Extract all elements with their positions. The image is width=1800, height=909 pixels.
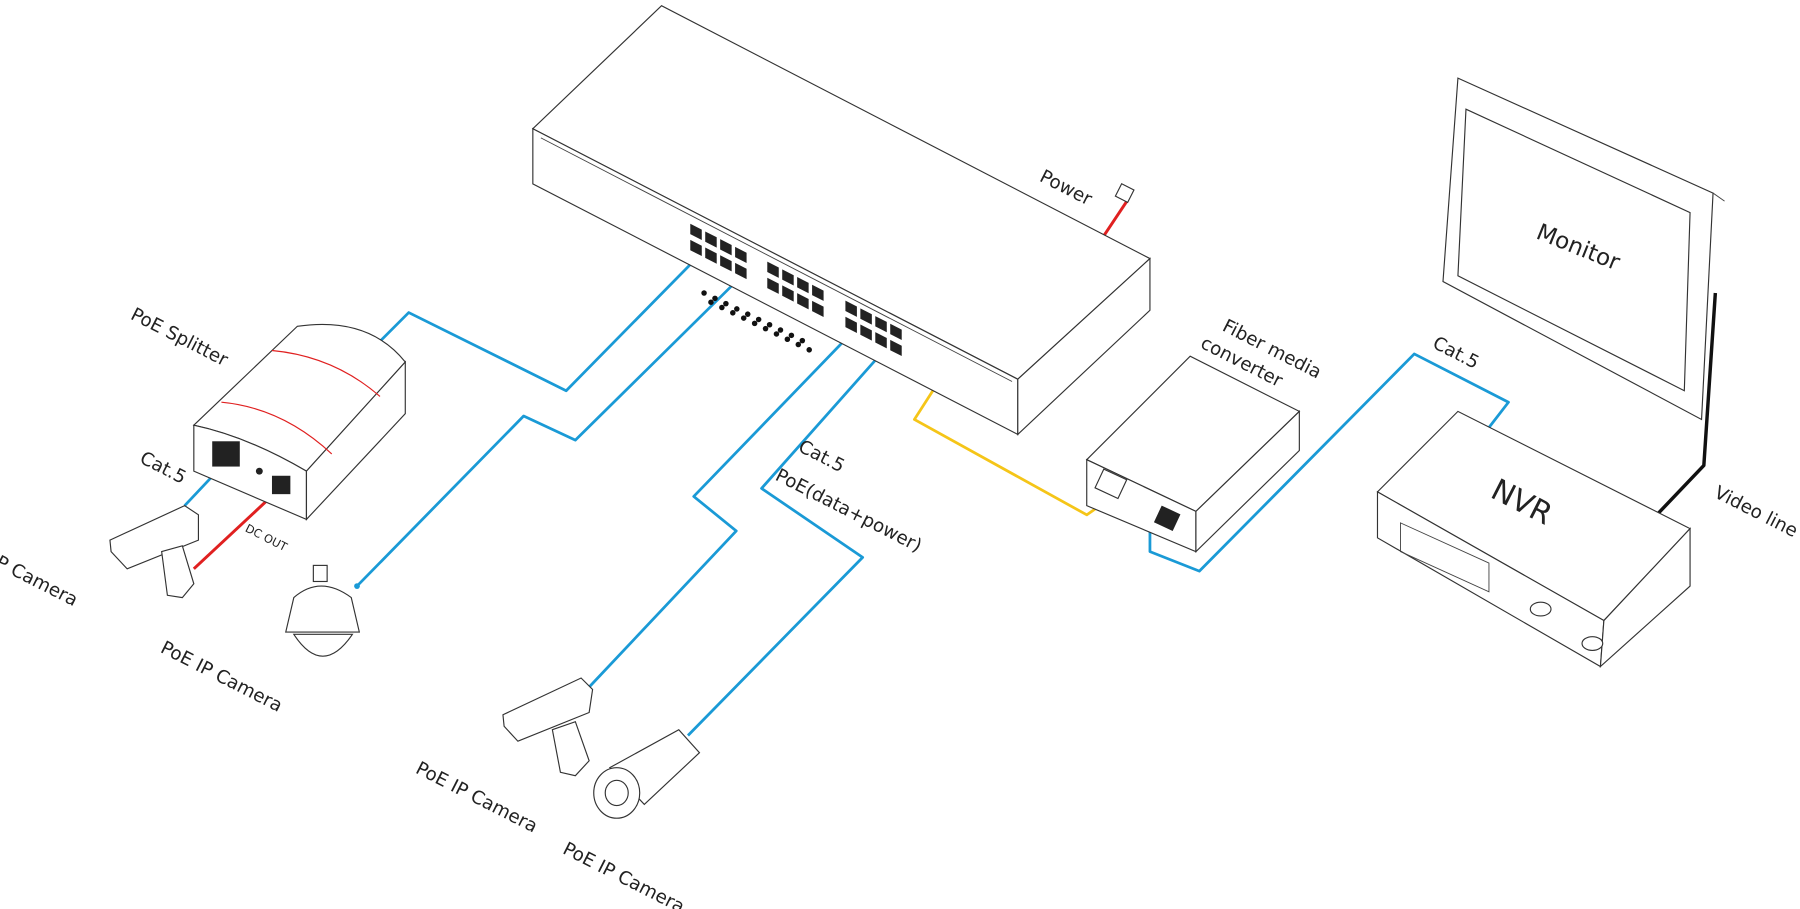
fiber-media-converter — [1085, 355, 1301, 553]
ethernet-port — [797, 277, 809, 294]
ethernet-port — [720, 239, 732, 256]
cable-power — [1102, 200, 1129, 237]
poe-splitter — [192, 323, 407, 521]
dot — [712, 295, 718, 302]
dot — [755, 316, 762, 323]
label-video-line: Video line — [1711, 482, 1800, 542]
ethernet-port — [875, 332, 887, 349]
label-camera-bottom1: PoE IP Camera — [412, 758, 541, 837]
dot — [777, 327, 784, 333]
sfp-port — [1094, 468, 1128, 500]
cable-video — [1656, 292, 1718, 515]
ethernet-port — [812, 284, 824, 301]
ethernet-port — [782, 269, 794, 286]
dot — [773, 331, 780, 337]
nvr — [1376, 410, 1692, 668]
led-icon — [255, 467, 263, 475]
dot — [734, 306, 740, 312]
ethernet-port — [767, 261, 779, 278]
dot — [784, 336, 791, 342]
switch-ports — [690, 223, 902, 357]
dc-port — [271, 475, 291, 495]
ethernet-port — [812, 300, 824, 318]
ethernet-port — [860, 308, 872, 325]
cable-camera1-to-switch — [585, 326, 858, 691]
label-camera-dome: PoE IP Camera — [157, 637, 286, 716]
label-cat5-splitter: Cat.5 — [136, 448, 189, 489]
bullet-camera-left-icon — [109, 504, 200, 599]
ethernet-port — [705, 247, 717, 264]
label-cat5-switch: Cat.5 — [795, 436, 848, 477]
dot — [788, 332, 795, 339]
label-dc-out: DC OUT — [243, 521, 290, 554]
cable-dome-to-switch — [356, 269, 749, 588]
dot — [751, 320, 758, 327]
ethernet-port — [767, 277, 779, 294]
dot — [806, 347, 812, 353]
label-camera-left: PoE IP Camera — [0, 532, 81, 611]
ethernet-port — [797, 293, 809, 310]
rj45-port — [212, 441, 240, 467]
ethernet-port — [782, 285, 794, 302]
cable-fiber-to-nvr — [1148, 352, 1510, 573]
ethernet-port — [735, 262, 747, 280]
port-dots — [701, 290, 812, 353]
dot — [708, 299, 714, 305]
ethernet-port — [690, 239, 702, 257]
dot — [799, 337, 806, 344]
rj45-port — [1153, 505, 1181, 531]
label-cat5-nvr: Cat.5 — [1429, 333, 1482, 374]
dot — [744, 311, 751, 317]
monitor — [1442, 77, 1725, 421]
ethernet-port — [875, 316, 887, 333]
dot — [730, 310, 736, 316]
cable-end — [354, 583, 360, 589]
ethernet-port — [690, 223, 702, 240]
ethernet-port — [735, 246, 747, 264]
ethernet-port — [720, 255, 732, 272]
ethernet-port — [860, 324, 872, 341]
cable-splitter-to-switch — [369, 249, 706, 393]
dot — [762, 325, 769, 332]
bullet-camera-bottom-icon — [502, 677, 594, 777]
poe-switch — [531, 5, 1151, 436]
power-socket — [1114, 183, 1135, 204]
dot — [766, 321, 773, 328]
dot — [719, 304, 725, 311]
label-poe-splitter: PoE Splitter — [127, 304, 231, 371]
ethernet-port — [845, 316, 857, 333]
ethernet-port — [845, 300, 857, 317]
dot — [723, 300, 729, 307]
dome-camera-icon — [285, 564, 361, 657]
dot — [701, 290, 707, 296]
label-camera-bottom2: PoE IP Camera — [559, 838, 688, 909]
box-camera-icon — [593, 729, 701, 819]
cable-camera2-to-switch — [686, 343, 891, 737]
ethernet-port — [705, 231, 717, 248]
ethernet-port — [890, 323, 902, 340]
dot — [795, 341, 802, 348]
ethernet-port — [890, 339, 902, 357]
dot — [740, 315, 747, 321]
